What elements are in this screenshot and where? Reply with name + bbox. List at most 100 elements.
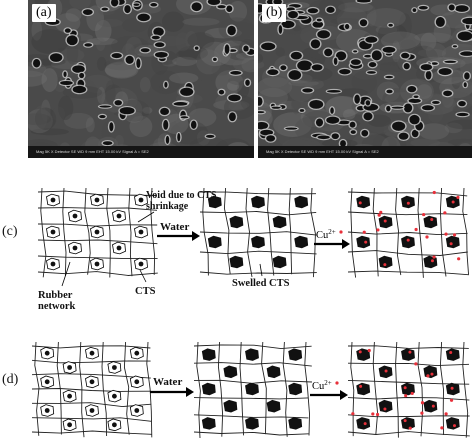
network-chain (31, 345, 151, 349)
sem-label-a: (a) (32, 4, 56, 22)
network-chain (146, 341, 153, 438)
swelled-cts-particle (423, 215, 438, 229)
network-chain (106, 187, 111, 278)
cu-ion-adsorbed (449, 351, 453, 355)
swelled-cts-particle (423, 255, 438, 269)
network-chain (462, 187, 470, 276)
network-chain (350, 341, 355, 437)
water-label-d: Water (153, 376, 183, 388)
cts-label: CTS (135, 286, 156, 297)
swelled-cts-particle (272, 255, 287, 269)
cu-ion (444, 232, 448, 236)
network-chain (347, 191, 468, 197)
rubber-network-1 (37, 187, 158, 278)
swelled-cts-particle (294, 235, 309, 249)
network-chain (37, 207, 158, 211)
swelled-cts-particle (294, 195, 309, 209)
cts-particle (138, 229, 144, 235)
swelled-cts-particle (207, 235, 222, 249)
cts-particle (44, 379, 50, 385)
swelled-cts-particle (207, 195, 222, 209)
cts-particle (112, 393, 117, 399)
network-chain (350, 187, 357, 278)
cu-ion-adsorbed (403, 386, 407, 390)
cu-ion (375, 412, 380, 417)
network-chain (439, 187, 447, 277)
network-chain (282, 341, 288, 437)
network-chain (37, 223, 158, 227)
cu-ion-adsorbed (406, 238, 410, 242)
cu-label-d: Cu2+ (312, 379, 332, 392)
cu-ion (420, 401, 425, 405)
swelled-cts-particle (272, 215, 287, 229)
network-chain (31, 417, 152, 422)
cu-ion-adsorbed (430, 372, 434, 376)
sem-micrograph-b (258, 0, 472, 158)
network-chain (223, 187, 231, 275)
cu-ion (444, 412, 448, 416)
network-chain (462, 341, 469, 438)
rubber-network-5 (193, 341, 313, 439)
cu-ion (452, 233, 457, 237)
network-chain (150, 187, 156, 275)
swelled-cts-particle (445, 235, 460, 249)
cts-particle (50, 229, 56, 235)
cts-particle (94, 261, 100, 267)
cts-particle (50, 197, 56, 203)
network-chain (347, 211, 468, 216)
network-chain (347, 414, 470, 418)
cts-particle (134, 379, 140, 385)
cu-ion (449, 398, 454, 402)
cu-ion-adsorbed (449, 242, 453, 246)
cu-ion-adsorbed (451, 200, 455, 204)
cts-particle (67, 393, 72, 399)
water-label-c: Water (160, 221, 190, 233)
water-arrowhead-d (186, 387, 194, 397)
cu-ion (420, 411, 424, 415)
network-chain (239, 341, 245, 436)
network-chain (40, 187, 47, 278)
cts-particle (89, 350, 95, 356)
rubber-network-3 (347, 187, 470, 278)
network-chain (199, 250, 317, 255)
cu-ion-legend-d (335, 381, 339, 385)
cu-ion-adsorbed (358, 350, 362, 354)
network-chain (245, 187, 253, 277)
swelled-cts-particle (356, 382, 371, 396)
cts-particle (72, 245, 78, 251)
rubber-network-label: Rubber network (38, 290, 76, 312)
cu-ion (367, 348, 371, 353)
cu-ion-legend-c (339, 230, 343, 234)
cts-particle (89, 408, 95, 413)
cts-particle (89, 379, 95, 385)
cu-ion-adsorbed (358, 201, 362, 205)
swelled-leader-line (259, 263, 263, 277)
cu-label-c: Cu2+ (316, 228, 336, 241)
network-chain (193, 397, 309, 400)
swelled-cts-particle (401, 417, 415, 430)
cu-ion (443, 211, 447, 215)
swelled-cts-particle (356, 195, 371, 209)
network-chain (267, 187, 275, 276)
network-chain (347, 345, 469, 349)
network-chain (56, 341, 62, 435)
swelled-cts-particle (229, 255, 244, 269)
cts-particle (112, 365, 117, 370)
network-chain (84, 187, 91, 275)
swelled-cts-particle (423, 365, 438, 379)
swelled-cts-particle (223, 399, 238, 413)
cts-particle (94, 229, 100, 235)
cu-ion (422, 212, 426, 217)
network-chain (417, 341, 424, 437)
cts-particle (134, 350, 140, 356)
network-chain (372, 341, 379, 435)
network-chain (347, 231, 468, 236)
swelled-cts-particle (378, 255, 393, 269)
cts-particle (67, 365, 72, 370)
cu-ion-adsorbed (383, 407, 387, 411)
network-chain (347, 397, 470, 401)
swelled-cts-particle (288, 417, 303, 430)
swelled-cts-particle (401, 382, 415, 396)
row-label-d: (d) (2, 372, 19, 387)
